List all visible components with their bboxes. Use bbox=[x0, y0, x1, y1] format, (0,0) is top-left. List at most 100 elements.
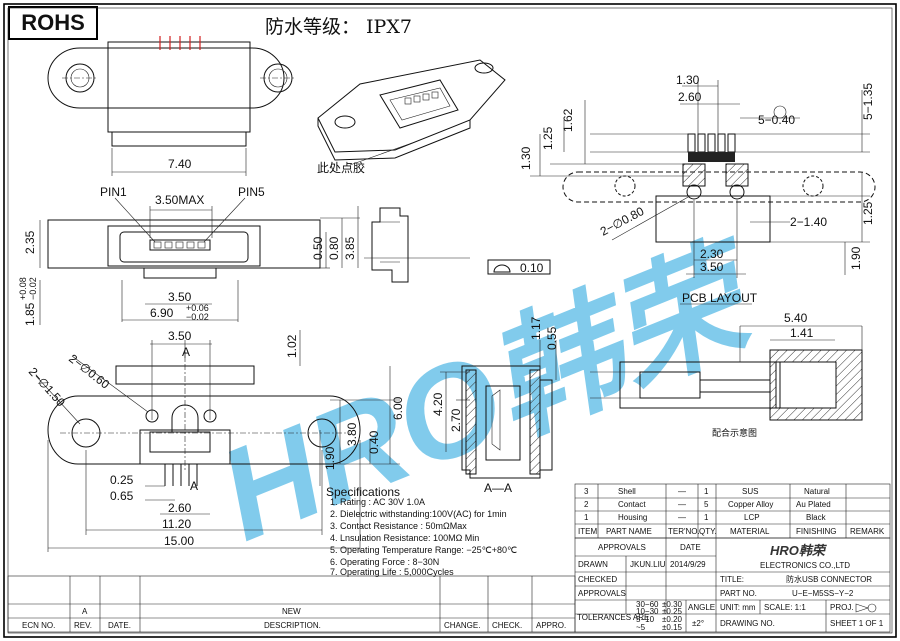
tb-angle-value: ±2° bbox=[692, 619, 704, 628]
tb-sheet: SHEET 1 OF 1 bbox=[830, 619, 884, 628]
pcb-dim-2-phi-0-80: 2−∅0.80 bbox=[598, 204, 647, 239]
pcb-dim-5-0-40: 5−0.40 bbox=[758, 113, 795, 127]
bom-ter: — bbox=[678, 500, 686, 509]
dim-1-85-plus: +0.08 bbox=[18, 277, 28, 300]
tb-partno-label: PART NO. bbox=[720, 589, 757, 598]
label-section-a-a: A—A bbox=[484, 481, 512, 495]
bom-ter: — bbox=[678, 487, 686, 496]
rev-header-appro: APPRO. bbox=[536, 621, 566, 630]
pcb-dim-5-1-35: 5−1.35 bbox=[861, 83, 875, 120]
rev-description: NEW bbox=[282, 607, 301, 616]
pcb-dim-1-90: 1.90 bbox=[849, 246, 863, 270]
pcb-dim-1-30-left: 1.30 bbox=[519, 146, 533, 170]
dim-1-02: 1.02 bbox=[285, 334, 299, 358]
pcb-dim-1-30-top: 1.30 bbox=[676, 73, 700, 87]
bom-item: 3 bbox=[584, 487, 589, 496]
tb-approvals-2: APPROVALS bbox=[578, 589, 626, 598]
dim-1-41: 1.41 bbox=[790, 326, 814, 340]
title-block: APPROVALS DATE DRAWN JKUN.LIU 2014/9/29 … bbox=[577, 543, 884, 632]
tb-drawing-no: DRAWING NO. bbox=[720, 619, 775, 628]
tb-tolerance-label: TOLERANCES ARE bbox=[577, 613, 649, 622]
tb-tol-value: ±0.20 bbox=[662, 615, 683, 624]
dim-3-85: 3.85 bbox=[343, 236, 357, 260]
specifications: Specifications 1. Rating : AC 30V 1.0A 2… bbox=[326, 485, 517, 577]
rohs-mark: ROHS bbox=[8, 6, 98, 40]
rev-header-description: DESCRIPTION. bbox=[264, 621, 321, 630]
label-pcb-layout: PCB LAYOUT bbox=[682, 291, 758, 305]
isometric-view: 此处点胶 bbox=[317, 59, 506, 175]
tb-date: DATE bbox=[680, 543, 701, 552]
dim-11-20: 11.20 bbox=[162, 517, 191, 531]
bom-material: SUS bbox=[742, 487, 758, 496]
tb-tol-value: ±0.25 bbox=[662, 607, 683, 616]
note-glue-point: 此处点胶 bbox=[317, 160, 365, 175]
dim-2-60: 2.60 bbox=[168, 501, 192, 515]
projection-symbol-icon bbox=[855, 603, 877, 613]
bom-ter: — bbox=[678, 513, 686, 522]
dim-0-55: 0.55 bbox=[545, 326, 559, 350]
rev-header-check: CHECK. bbox=[492, 621, 522, 630]
revision-table-grid bbox=[7, 575, 576, 633]
tb-tol-range: 30−60 bbox=[636, 600, 659, 609]
tb-approvals: APPROVALS bbox=[598, 543, 646, 552]
bom-header-item: ITEM bbox=[578, 527, 597, 536]
label-pin1: PIN1 bbox=[100, 185, 127, 199]
dim-0-40: 0.40 bbox=[367, 430, 381, 454]
tb-drawn: DRAWN bbox=[578, 560, 608, 569]
bom-finishing: Black bbox=[806, 513, 827, 522]
pcb-dim-1-25-left: 1.25 bbox=[541, 126, 555, 150]
spec-line-6: 6. Operating Force : 8−30N bbox=[330, 557, 439, 567]
tb-tol-range: 10−30 bbox=[636, 607, 659, 616]
dim-2-70: 2.70 bbox=[449, 408, 463, 432]
spec-line-3: 3. Contact Resistance : 50mΩMax bbox=[330, 521, 467, 531]
spec-title: Specifications bbox=[326, 485, 400, 499]
mating-diagram: 5.40 1.41 配合示意图 bbox=[590, 311, 863, 438]
dim-6-90-minus: −0.02 bbox=[186, 312, 209, 322]
bom-header-finishing: FINISHING bbox=[796, 527, 836, 536]
tb-angle: ANGLE bbox=[688, 603, 715, 612]
pcb-dim-2-1-40: 2−1.40 bbox=[790, 215, 827, 229]
section-mark-a-bottom: A bbox=[190, 479, 198, 493]
rev-value: A bbox=[82, 607, 88, 616]
dim-3-50-a: 3.50 bbox=[168, 290, 192, 304]
dim-3-50-bottom: 3.50 bbox=[168, 329, 192, 343]
dim-3-80: 3.80 bbox=[345, 422, 359, 446]
dim-0-80: 0.80 bbox=[327, 236, 341, 260]
spec-line-4: 4. Lnsulation Resistance: 100MΩ Min bbox=[330, 533, 479, 543]
dim-15-00: 15.00 bbox=[164, 534, 194, 548]
pcb-dim-2-60: 2.60 bbox=[678, 90, 702, 104]
pcb-dim-1-25-right: 1.25 bbox=[861, 201, 875, 225]
sheet-border-inner bbox=[7, 7, 893, 634]
dim-6-90: 6.90 bbox=[150, 306, 174, 320]
bom-part-name: Housing bbox=[618, 513, 647, 522]
rev-header-rev: REV. bbox=[74, 621, 92, 630]
dim-7-40: 7.40 bbox=[168, 157, 192, 171]
dim-1-85: 1.85 bbox=[23, 302, 37, 326]
dim-2-35: 2.35 bbox=[23, 230, 37, 254]
dim-1-85-minus: −0.02 bbox=[28, 277, 38, 300]
top-view: 7.40 bbox=[47, 36, 296, 176]
rev-header-ecn: ECN NO. bbox=[22, 621, 55, 630]
dim-4-20: 4.20 bbox=[431, 392, 445, 416]
tb-title-label: TITLE: bbox=[720, 575, 744, 584]
bom-part-name: Shell bbox=[618, 487, 636, 496]
front-view: 3.50MAX PIN1 PIN5 2.35 0.50 0.80 3.85 1.… bbox=[18, 185, 360, 326]
title-block-grid bbox=[574, 537, 891, 633]
bom-header-qty: QTY. bbox=[699, 527, 717, 536]
bom-header-part-name: PART NAME bbox=[606, 527, 652, 536]
section-a-a: 4.20 2.70 1.17 0.55 A—A bbox=[431, 316, 559, 495]
bom-part-name: Contact bbox=[618, 500, 646, 509]
bom-finishing: Au Plated bbox=[796, 500, 831, 509]
tb-unit: UNIT: mm bbox=[720, 603, 756, 612]
bom-qty: 5 bbox=[704, 500, 709, 509]
bom-material: LCP bbox=[744, 513, 760, 522]
bom-qty: 1 bbox=[704, 513, 709, 522]
dim-0-25: 0.25 bbox=[110, 473, 134, 487]
rev-header-change: CHANGE. bbox=[444, 621, 480, 630]
dim-1-17: 1.17 bbox=[529, 316, 543, 340]
dim-3-50max: 3.50MAX bbox=[155, 193, 204, 207]
sheet-border bbox=[3, 3, 897, 638]
rev-header-date: DATE. bbox=[108, 621, 131, 630]
dim-2-phi-0-60: 2−∅0.60 bbox=[66, 351, 112, 391]
dim-6-00: 6.00 bbox=[391, 396, 405, 420]
